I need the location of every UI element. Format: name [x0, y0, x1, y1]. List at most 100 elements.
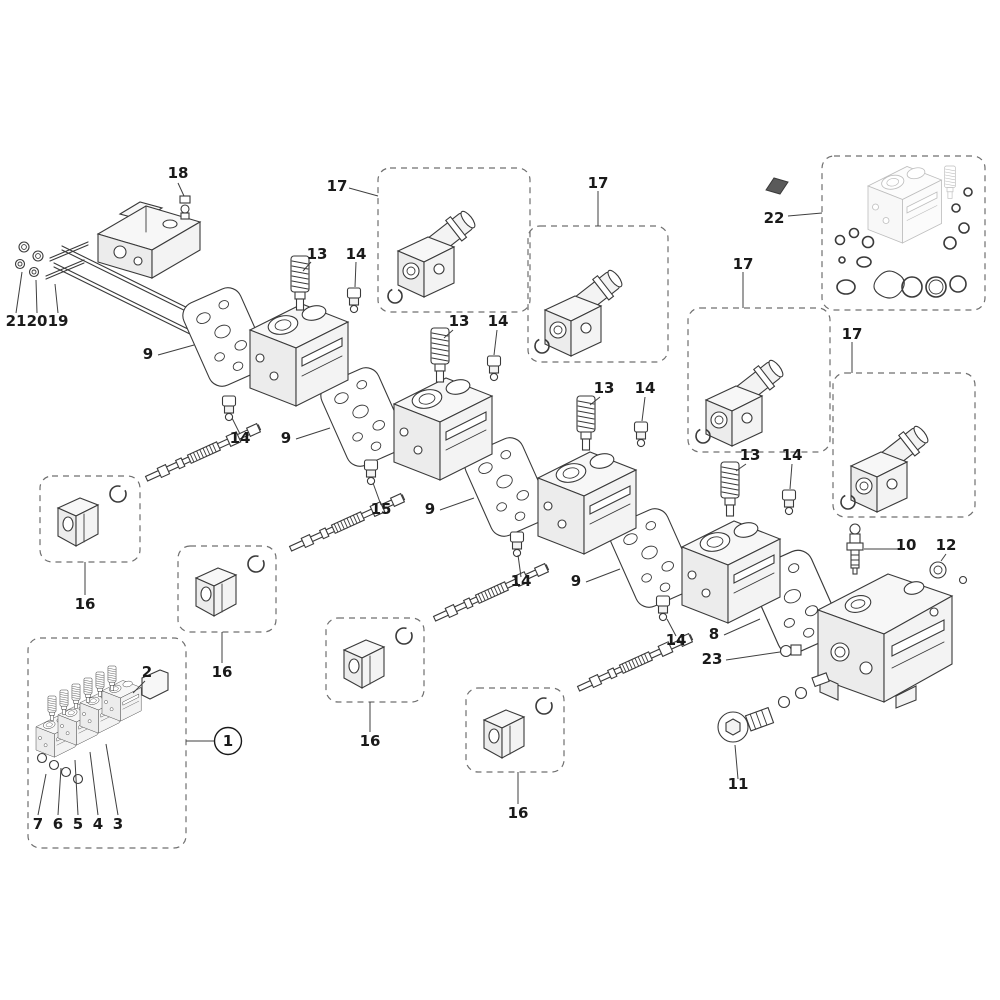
callout-label: 12: [936, 536, 957, 554]
callout-4: 4: [89, 751, 103, 833]
callout-20: 20: [27, 279, 48, 330]
seal-kit-contents: [834, 165, 973, 299]
bracket-16-2: [195, 567, 237, 617]
callout-8: 8: [709, 618, 761, 643]
callout-9-1: 9: [143, 344, 195, 363]
fitting-part-14-4: [781, 489, 797, 516]
callout-14-2: 14: [488, 312, 509, 356]
callout-label: 13: [594, 379, 615, 397]
option-box-16-2: [177, 545, 277, 633]
callout-label: 6: [53, 815, 63, 833]
inlet-end-section: [53, 201, 207, 340]
spring-part-13-1: [290, 255, 310, 311]
callout-label: 17: [327, 177, 348, 195]
callout-label: 19: [48, 312, 69, 330]
o-ring-16-3: [395, 627, 413, 645]
plug-part-11: [717, 672, 830, 743]
callout-17-1: 17: [327, 177, 379, 197]
complete-valve-assembly: [35, 665, 169, 785]
callout-label: 16: [75, 595, 96, 613]
callout-14-5: 14: [230, 417, 251, 447]
callout-label: 14: [635, 379, 656, 397]
callout-label: 14: [230, 429, 251, 447]
callout-label: 15: [371, 500, 392, 518]
callout-18: 18: [168, 164, 189, 197]
fitting-part-14-6: [509, 531, 525, 558]
seal-kit-box-22: [821, 155, 986, 311]
callout-21: 21: [6, 271, 26, 330]
o-ring-16-2: [247, 555, 265, 573]
outlet-end-body: [816, 573, 954, 709]
callout-label: 14: [666, 631, 687, 649]
callout-label: 8: [709, 625, 719, 643]
bracket-16-1: [57, 497, 99, 547]
callout-17-4: 17: [842, 325, 863, 373]
assembly-box-1: [27, 637, 187, 849]
callout-13-2: 13: [443, 312, 469, 339]
callout-1-circle: [213, 726, 243, 756]
option-box-17-4: [832, 372, 976, 518]
callout-label: 17: [733, 255, 754, 273]
bracket-16-4: [483, 709, 525, 759]
callout-17-3: 17: [733, 255, 754, 308]
callout-label: 17: [588, 174, 609, 192]
fitting-part-14-7: [655, 595, 671, 622]
callout-3: 3: [105, 743, 123, 833]
callout-9-2: 9: [281, 427, 331, 447]
callout-label: 4: [93, 815, 103, 833]
callout-label: 10: [896, 536, 917, 554]
solenoid-valve-17-4: [850, 421, 933, 513]
callout-label: 16: [360, 732, 381, 750]
option-box-16-4: [465, 687, 565, 773]
callout-19: 19: [48, 283, 69, 330]
callout-9-3: 9: [425, 497, 475, 518]
fitting-part-14-1: [346, 287, 362, 314]
callout-label: 2: [142, 663, 152, 681]
callout-label: 16: [212, 663, 233, 681]
o-ring-17-1: [387, 288, 403, 304]
callout-label: 23: [702, 650, 723, 668]
solenoid-valve-17-2: [544, 265, 627, 357]
callout-label: 9: [571, 572, 581, 590]
bracket-16-3: [343, 639, 385, 689]
fitting-part-14-3: [633, 421, 649, 448]
callout-1: 1: [186, 726, 243, 756]
callout-14-1: 14: [346, 245, 367, 288]
callout-label: 14: [488, 312, 509, 330]
mounting-hardware-19-20-21: [14, 241, 89, 280]
callout-16-1: 16: [75, 562, 96, 613]
callout-label: 16: [508, 804, 529, 822]
fitting-part-15: [363, 459, 379, 486]
plug-part-23: [779, 644, 802, 658]
o-ring-17-3: [695, 428, 711, 444]
callout-label: 9: [143, 345, 153, 363]
callout-2: 2: [132, 663, 152, 694]
callout-9-4: 9: [571, 568, 621, 590]
callout-22: 22: [764, 209, 823, 227]
callout-13-1: 13: [302, 245, 328, 272]
callout-label: 13: [740, 446, 761, 464]
option-box-16-3: [325, 617, 425, 703]
callout-label: 13: [307, 245, 328, 263]
callout-label: 22: [764, 209, 785, 227]
callout-label: 14: [511, 572, 532, 590]
callout-label: 5: [73, 815, 83, 833]
callout-label: 20: [27, 312, 48, 330]
callout-label: 18: [168, 164, 189, 182]
option-box-17-3: [687, 307, 831, 453]
callout-12: 12: [936, 536, 957, 562]
solenoid-valve-17-3: [705, 355, 788, 447]
callout-label: 17: [842, 325, 863, 343]
callout-16-4: 16: [508, 772, 529, 822]
fitting-part-18: [179, 195, 191, 220]
spring-part-13-4: [720, 461, 740, 517]
clip-part-22: [765, 177, 789, 195]
callout-17-2: 17: [588, 174, 609, 226]
cartridge-valve-part-10: [846, 523, 864, 575]
callout-15: 15: [371, 482, 392, 518]
callout-14-6: 14: [511, 554, 532, 590]
callout-label: 14: [346, 245, 367, 263]
solenoid-valve-17-1: [397, 206, 480, 298]
